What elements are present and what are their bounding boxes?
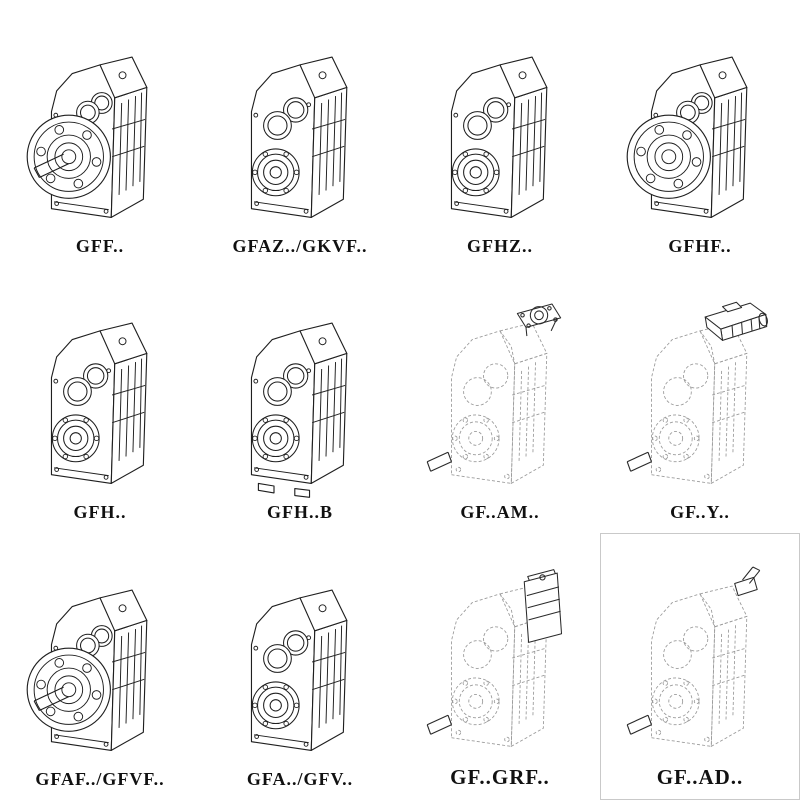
gearbox-figure-gfhf: GFHF.. bbox=[600, 0, 800, 267]
model-label: GFH.. bbox=[73, 502, 127, 522]
gearbox-figure-gfhz: GFHZ.. bbox=[400, 0, 600, 267]
gearbox-drawing-dashed-adapter bbox=[406, 291, 594, 499]
gearbox-drawing-face bbox=[406, 25, 594, 233]
gearbox-figure-gfh: GFH.. bbox=[0, 267, 200, 533]
gearbox-drawing-flange-shaft bbox=[6, 25, 194, 233]
gearbox-figure-gfad: GF..AD.. bbox=[600, 533, 800, 800]
gearbox-figure-gfaf: GFAF../GFVF.. bbox=[0, 533, 200, 800]
gearbox-figure-gfa: GFA../GFV.. bbox=[200, 533, 400, 800]
gearbox-figure-gfaz: GFAZ../GKVF.. bbox=[200, 0, 400, 267]
gearbox-drawing-face-foot bbox=[206, 291, 394, 499]
gearbox-figure-gff: GFF.. bbox=[0, 0, 200, 267]
model-label: GFHF.. bbox=[668, 236, 732, 256]
model-label: GFAF../GFVF.. bbox=[35, 769, 165, 789]
model-label: GFAZ../GKVF.. bbox=[232, 236, 368, 256]
model-label: GFH..B bbox=[266, 502, 333, 522]
gearbox-drawing-flange bbox=[606, 25, 794, 233]
model-label: GFF.. bbox=[75, 236, 125, 256]
gearbox-drawing-face bbox=[206, 25, 394, 233]
model-label: GFA../GFV.. bbox=[246, 769, 354, 789]
gearbox-drawing-flange-shaft bbox=[6, 558, 194, 766]
gearbox-drawing-dashed-drive-unit bbox=[406, 554, 594, 762]
model-label: GFHZ.. bbox=[466, 236, 533, 256]
gearbox-drawing-face bbox=[206, 558, 394, 766]
gearbox-drawing-face bbox=[6, 291, 194, 499]
gearbox-figure-gfam: GF..AM.. bbox=[400, 267, 600, 533]
gearbox-figure-gfhb: GFH..B bbox=[200, 267, 400, 533]
gearbox-drawing-dashed-input-shaft bbox=[606, 554, 794, 762]
model-label: GF..GRF.. bbox=[450, 765, 550, 789]
gearbox-figure-gfgrf: GF..GRF.. bbox=[400, 533, 600, 800]
model-label: GF..AD.. bbox=[656, 765, 744, 789]
model-label: GF..Y.. bbox=[670, 502, 730, 522]
model-label: GF..AM.. bbox=[460, 502, 540, 522]
gearbox-drawing-dashed-motor bbox=[606, 291, 794, 499]
gearbox-figure-gfy: GF..Y.. bbox=[600, 267, 800, 533]
